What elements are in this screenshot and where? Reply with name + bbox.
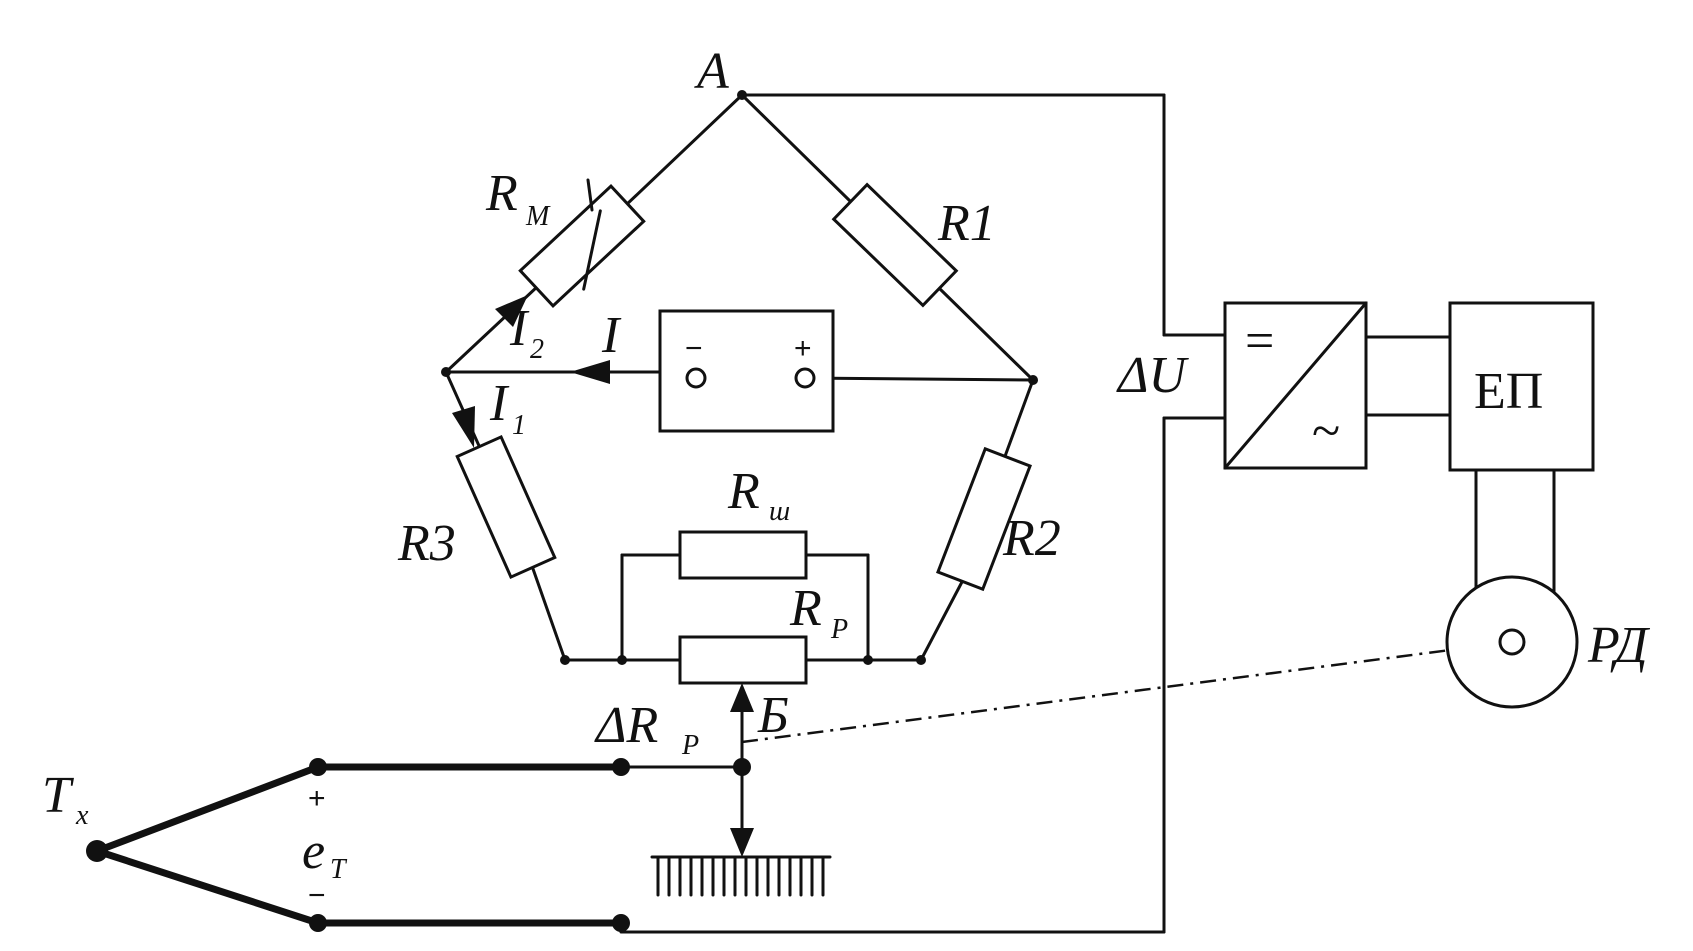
label-rsh: R bbox=[727, 463, 760, 520]
source-terminal-plus bbox=[794, 367, 816, 389]
label-rm-sub: М bbox=[525, 201, 551, 232]
resistor-r3 bbox=[455, 434, 557, 580]
arrow-i2 bbox=[495, 295, 528, 327]
label-current-i2: I bbox=[509, 300, 530, 357]
converter-diagonal bbox=[1223, 301, 1368, 470]
mechanical-link bbox=[741, 640, 1513, 744]
label-emf-sub: Т bbox=[330, 854, 348, 885]
label-emf: e bbox=[302, 823, 325, 880]
label-current-i2-sub: 2 bbox=[530, 334, 544, 365]
source-minus-sign: − bbox=[685, 332, 703, 365]
label-current-i: I bbox=[601, 307, 622, 364]
label-thermo-minus: − bbox=[308, 879, 326, 912]
resistor-r1 bbox=[831, 182, 959, 308]
thermistor-marker bbox=[586, 178, 594, 212]
resistor-rp bbox=[678, 635, 808, 685]
label-rm: R bbox=[485, 165, 518, 222]
label-r2: R2 bbox=[1002, 510, 1061, 567]
label-tx: T bbox=[42, 767, 74, 824]
converter-ac-symbol: ~ bbox=[1312, 403, 1340, 460]
thermocouple-wires bbox=[93, 763, 744, 927]
label-node-a: A bbox=[694, 43, 729, 100]
label-current-i1: I bbox=[489, 375, 510, 432]
label-rp: R bbox=[789, 580, 822, 637]
source-terminal-minus bbox=[685, 367, 707, 389]
thermistor-slash bbox=[582, 209, 602, 291]
amplifier-label: ЕП bbox=[1474, 363, 1543, 420]
label-tx-sub: x bbox=[75, 800, 89, 831]
ground-scale bbox=[650, 855, 832, 897]
label-rp-sub: Р bbox=[830, 614, 848, 645]
label-delta-rp: ΔR bbox=[594, 697, 658, 754]
output-wires bbox=[619, 93, 1556, 934]
junction-dots bbox=[86, 90, 1038, 932]
label-delta-u: ΔU bbox=[1116, 347, 1190, 404]
label-motor: РД bbox=[1587, 617, 1651, 674]
resistor-rm bbox=[518, 184, 646, 308]
arrow-i bbox=[570, 360, 610, 384]
converter-dc-symbol: = bbox=[1245, 313, 1274, 370]
label-rsh-sub: ш bbox=[769, 496, 790, 527]
motor-shaft bbox=[1498, 628, 1526, 656]
label-node-b: Б bbox=[757, 687, 789, 744]
amplifier-box bbox=[1448, 301, 1595, 472]
resistor-r2 bbox=[936, 446, 1032, 592]
label-delta-rp-sub: Р bbox=[681, 730, 699, 761]
label-current-i1-sub: 1 bbox=[512, 410, 526, 441]
arrow-i1 bbox=[452, 406, 475, 448]
source-plus-sign: + bbox=[794, 332, 812, 365]
label-r3: R3 bbox=[397, 515, 456, 572]
label-thermo-plus: + bbox=[308, 782, 326, 815]
resistor-rsh bbox=[678, 530, 808, 580]
label-r1: R1 bbox=[937, 195, 996, 252]
